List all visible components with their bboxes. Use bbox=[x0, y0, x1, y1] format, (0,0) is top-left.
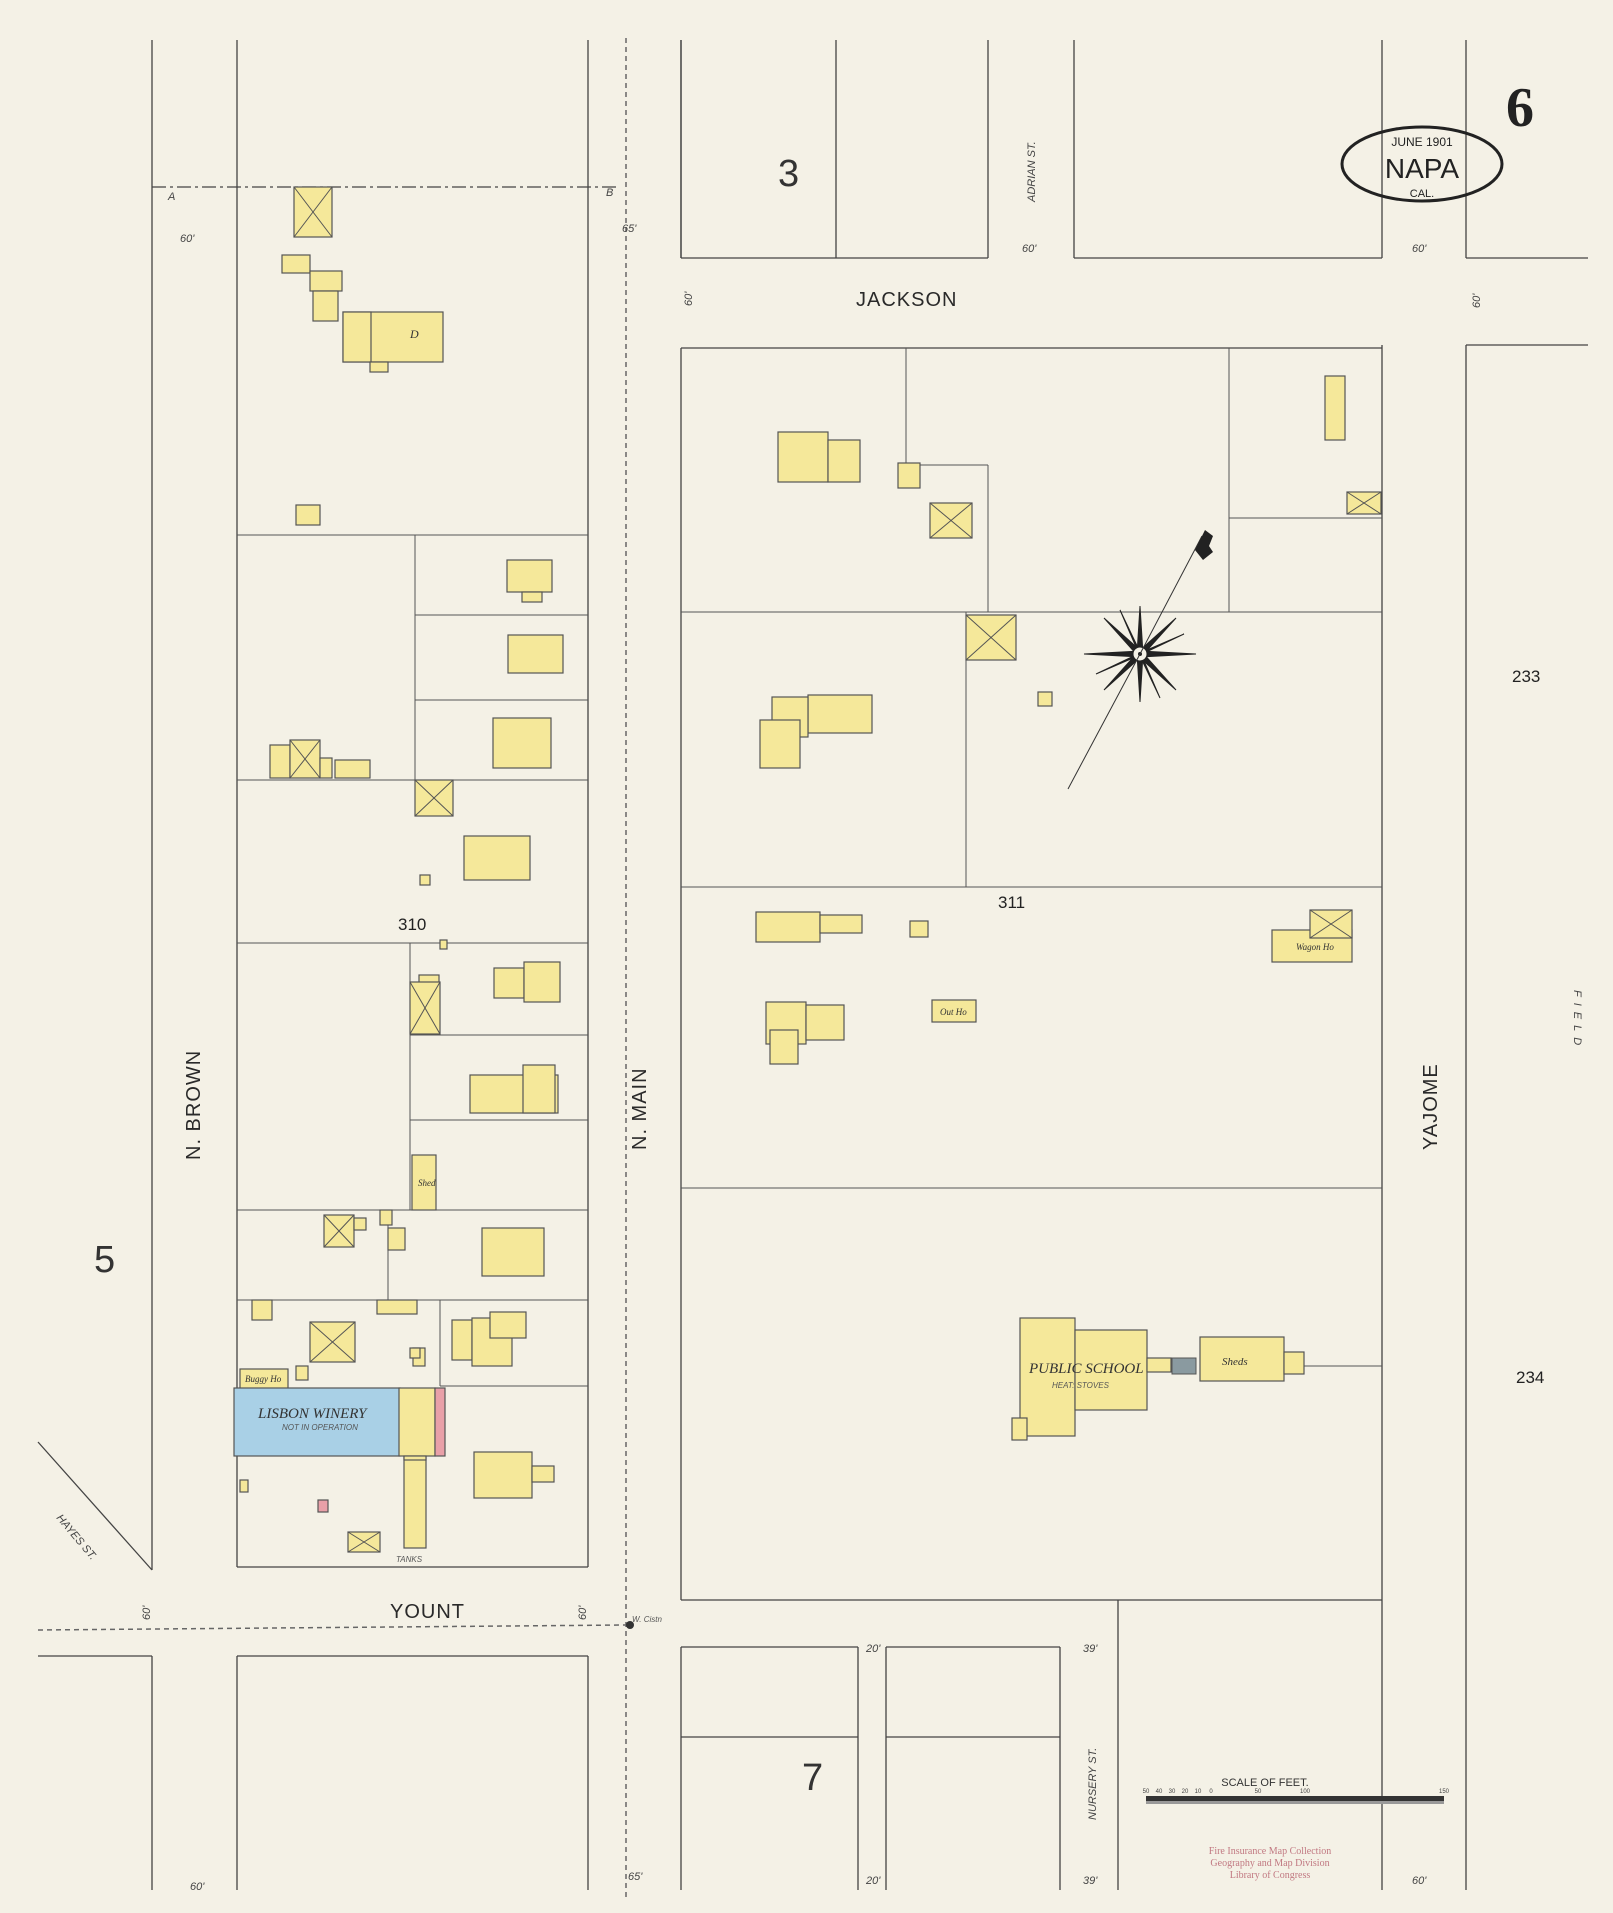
width-nursery-39: 39' bbox=[1083, 1643, 1098, 1655]
fire-cistern-label: W. Cistn bbox=[632, 1615, 662, 1624]
street-yajome: YAJOME bbox=[1420, 1063, 1442, 1150]
scale-tick-label: 30 bbox=[1169, 1789, 1176, 1795]
west-block-buildings bbox=[239, 186, 564, 1553]
block-310: 310 bbox=[398, 915, 426, 934]
title-date: JUNE 1901 bbox=[1391, 135, 1453, 149]
adjacent-sheet-west: 5 bbox=[94, 1239, 115, 1281]
width-nursery-20: 20' bbox=[865, 1643, 881, 1655]
stamp-line-3: Library of Congress bbox=[1230, 1870, 1311, 1881]
block-311: 311 bbox=[998, 893, 1025, 912]
scale-tick-label: 40 bbox=[1156, 1789, 1163, 1795]
field-label: FIELD bbox=[1571, 990, 1583, 1051]
street-yount: YOUNT bbox=[390, 1601, 465, 1623]
width-yajome: 60' bbox=[1412, 243, 1427, 255]
street-n-main: N. MAIN bbox=[629, 1067, 651, 1150]
title-cartouche: JUNE 1901 NAPA CAL. bbox=[1340, 125, 1504, 203]
fire-cistern-marker bbox=[626, 1621, 634, 1629]
width-jackson-e: 60' bbox=[1471, 293, 1483, 308]
tanks-label: TANKS bbox=[396, 1555, 423, 1564]
scale-tick-label: 10 bbox=[1195, 1789, 1202, 1795]
adjacent-sheet-north: 3 bbox=[778, 153, 799, 195]
title-state: CAL. bbox=[1410, 188, 1434, 200]
street-widths: 60' 65' 60' 60' 60' 60' 60' 60' 60' 65' … bbox=[141, 223, 1483, 1893]
street-jackson: JACKSON bbox=[856, 289, 957, 311]
width-main: 65' bbox=[622, 223, 637, 235]
scale-tick-label: 100 bbox=[1300, 1789, 1311, 1795]
adjacent-sheet-south: 7 bbox=[802, 1757, 823, 1799]
scale-tick-label: 50 bbox=[1255, 1789, 1262, 1795]
lisbon-winery: LISBON WINERY NOT IN OPERATION Buggy Ho bbox=[233, 1374, 446, 1461]
width-jackson-w: 60' bbox=[683, 291, 695, 306]
width-bottom-nursery: 20' bbox=[865, 1875, 881, 1887]
stamp-line-1: Fire Insurance Map Collection bbox=[1209, 1846, 1331, 1857]
section-mark-a: A bbox=[167, 191, 175, 203]
scale-tick-label: 50 bbox=[1143, 1789, 1150, 1795]
width-yount-e: 60' bbox=[577, 1605, 589, 1620]
dwelling-label: D bbox=[409, 327, 419, 341]
public-school-label: PUBLIC SCHOOL bbox=[1028, 1361, 1144, 1377]
block-233: 233 bbox=[1512, 667, 1540, 686]
scale-label: SCALE OF FEET. bbox=[1221, 1777, 1308, 1789]
width-bottom-w: 60' bbox=[190, 1881, 205, 1893]
shed-label: Shed bbox=[418, 1178, 436, 1188]
east-block-buildings bbox=[755, 375, 1382, 1441]
section-mark-b: B bbox=[606, 187, 613, 199]
sheet-references: 3 5 7 310 311 233 234 bbox=[94, 153, 1544, 1799]
width-bottom-main: 65' bbox=[628, 1871, 643, 1883]
width-brown: 60' bbox=[180, 233, 195, 245]
buggy-house-label: Buggy Ho bbox=[245, 1374, 282, 1384]
width-bottom-e: 60' bbox=[1412, 1875, 1427, 1887]
width-bottom-39: 39' bbox=[1083, 1875, 1098, 1887]
building-labels: PUBLIC SCHOOL HEAT: STOVES Sheds Wagon H… bbox=[409, 327, 1334, 1390]
compass-rose-icon bbox=[1067, 530, 1213, 790]
sheet-number: 6 bbox=[1506, 77, 1534, 139]
wagon-house-label: Wagon Ho bbox=[1296, 942, 1334, 952]
street-names: N. BROWN N. MAIN JACKSON YOUNT YAJOME AD… bbox=[54, 141, 1583, 1820]
public-school-sublabel: HEAT: STOVES bbox=[1052, 1381, 1110, 1390]
stamp-line-2: Geography and Map Division bbox=[1210, 1858, 1329, 1869]
width-adrian: 60' bbox=[1022, 243, 1037, 255]
scale-tick-label: 20 bbox=[1182, 1789, 1189, 1795]
street-hayes: HAYES ST. bbox=[54, 1512, 99, 1562]
title-city: NAPA bbox=[1385, 153, 1459, 184]
street-nursery: NURSERY ST. bbox=[1087, 1748, 1099, 1820]
out-house-label: Out Ho bbox=[940, 1007, 967, 1017]
block-234: 234 bbox=[1516, 1368, 1544, 1387]
water-pipes bbox=[37, 38, 634, 1900]
library-stamp: Fire Insurance Map Collection Geography … bbox=[1209, 1846, 1331, 1881]
scale-tick-label: 0 bbox=[1209, 1789, 1213, 1795]
street-n-brown: N. BROWN bbox=[183, 1050, 205, 1160]
lisbon-winery-label: LISBON WINERY bbox=[257, 1406, 368, 1422]
street-adrian: ADRIAN ST. bbox=[1026, 141, 1038, 203]
street-lines bbox=[37, 40, 1588, 1890]
sheds-label: Sheds bbox=[1222, 1356, 1248, 1368]
scale-tick-label: 150 bbox=[1439, 1789, 1450, 1795]
lisbon-winery-sublabel: NOT IN OPERATION bbox=[282, 1423, 358, 1432]
width-yount-w: 60' bbox=[141, 1605, 153, 1620]
lot-lines bbox=[237, 348, 1382, 1387]
